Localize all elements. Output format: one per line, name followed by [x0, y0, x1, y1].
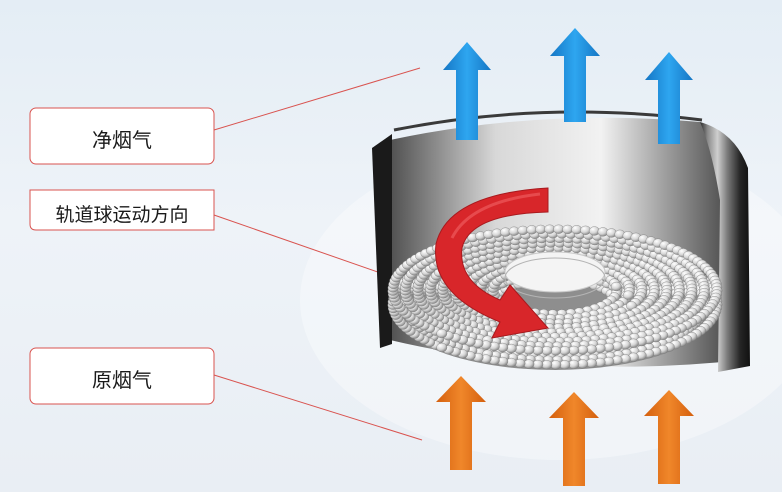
up-arrow-icon	[550, 28, 600, 122]
center-disc-edge	[504, 257, 606, 299]
callout-clean-flue-gas	[29, 67, 421, 165]
callout-leader-line	[213, 214, 396, 279]
orbital-ball-bed	[387, 224, 723, 370]
raw-flue-gas-label: 原烟气	[92, 368, 152, 392]
up-arrow-icon	[645, 52, 693, 144]
callout-box	[29, 189, 215, 231]
callout-raw-flue-gas	[29, 347, 423, 441]
callout-box	[29, 107, 215, 165]
ball	[436, 342, 448, 353]
callout-ball-motion	[29, 189, 396, 279]
up-arrow-icon	[443, 42, 491, 140]
ball-motion-direction-label: 轨道球运动方向	[55, 204, 189, 226]
cylinder-left-edge	[372, 134, 392, 348]
up-arrow-icon	[436, 376, 486, 470]
curved-arrow-icon	[435, 187, 549, 339]
ball	[610, 281, 622, 292]
center-disc	[504, 251, 606, 293]
ball	[622, 290, 634, 300]
callout-leader-line	[213, 67, 421, 131]
callout-leader-line	[213, 374, 423, 441]
callout-box	[29, 347, 215, 405]
ball	[436, 328, 448, 339]
clean-flue-gas-label: 净烟气	[92, 128, 152, 152]
up-arrow-icon	[644, 390, 694, 484]
up-arrow-icon	[549, 392, 599, 486]
cylinder-right-wall	[700, 122, 750, 372]
